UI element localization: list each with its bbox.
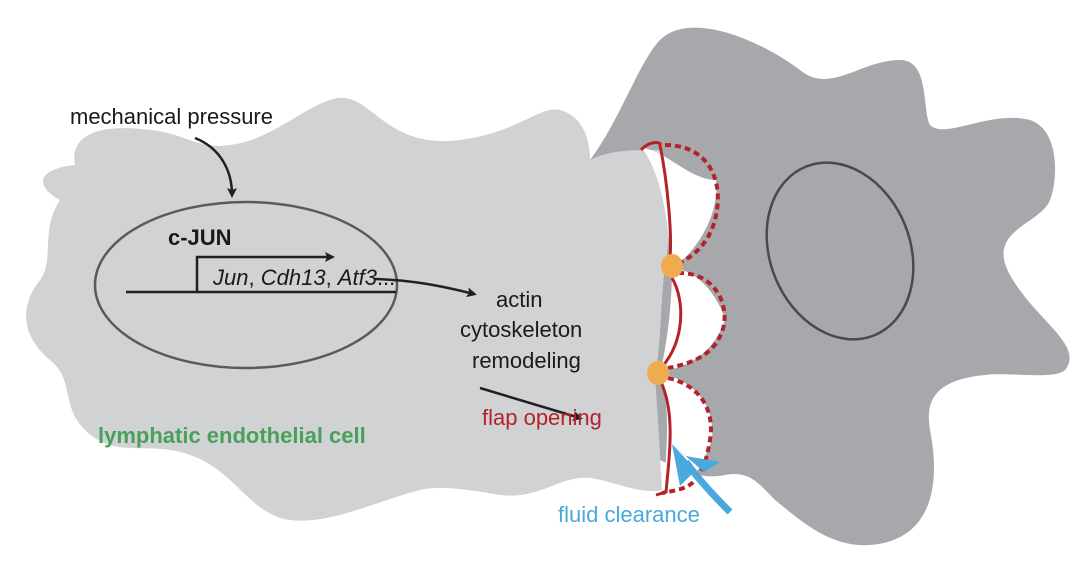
fluid-clearance-label: fluid clearance: [558, 502, 700, 527]
gene-atf3: Atf3: [336, 265, 378, 290]
gene-cdh13: Cdh13: [261, 265, 327, 290]
flap-membrane-solid-3: [655, 379, 672, 497]
actin-to-flap-arrow: [479, 386, 583, 421]
flap-membrane-dashed-2: [667, 270, 727, 370]
mechanical-pressure-label: mechanical pressure: [70, 104, 273, 129]
gene-to-actin-arrow: [374, 277, 477, 298]
junction-anchor-1: [661, 254, 683, 278]
actin-label-line-3: remodeling: [472, 348, 581, 373]
flap-pocket-2: [660, 268, 725, 373]
flap-membrane-solid-2: [660, 277, 683, 368]
gene-ellipsis: ...: [377, 265, 395, 290]
fluid-clearance-arrowhead: [672, 444, 720, 486]
pressure-arrow: [194, 136, 237, 198]
flap-opening-label: flap opening: [482, 405, 602, 430]
cell-type-label: lymphatic endothelial cell: [98, 423, 366, 448]
actin-label-line-2: cytoskeleton: [460, 317, 582, 342]
flap-membrane-solid-1: [639, 141, 673, 259]
neighbor-nucleus: [765, 161, 915, 341]
lymphatic-endothelial-cell-body: [26, 97, 669, 521]
flap-pocket-1: [642, 148, 717, 268]
c-jun-label: c-JUN: [168, 225, 232, 250]
gene-list-label: Jun, Cdh13, Atf3...: [212, 265, 395, 290]
actin-label-line-1: actin: [496, 287, 542, 312]
junction-anchor-2: [647, 361, 669, 385]
gene-sep-1: ,: [248, 265, 260, 290]
transcription-start-arrow: [195, 252, 335, 292]
gene-jun: Jun: [212, 265, 248, 290]
gene-sep-2: ,: [326, 265, 338, 290]
lec-nucleus: [93, 200, 399, 370]
